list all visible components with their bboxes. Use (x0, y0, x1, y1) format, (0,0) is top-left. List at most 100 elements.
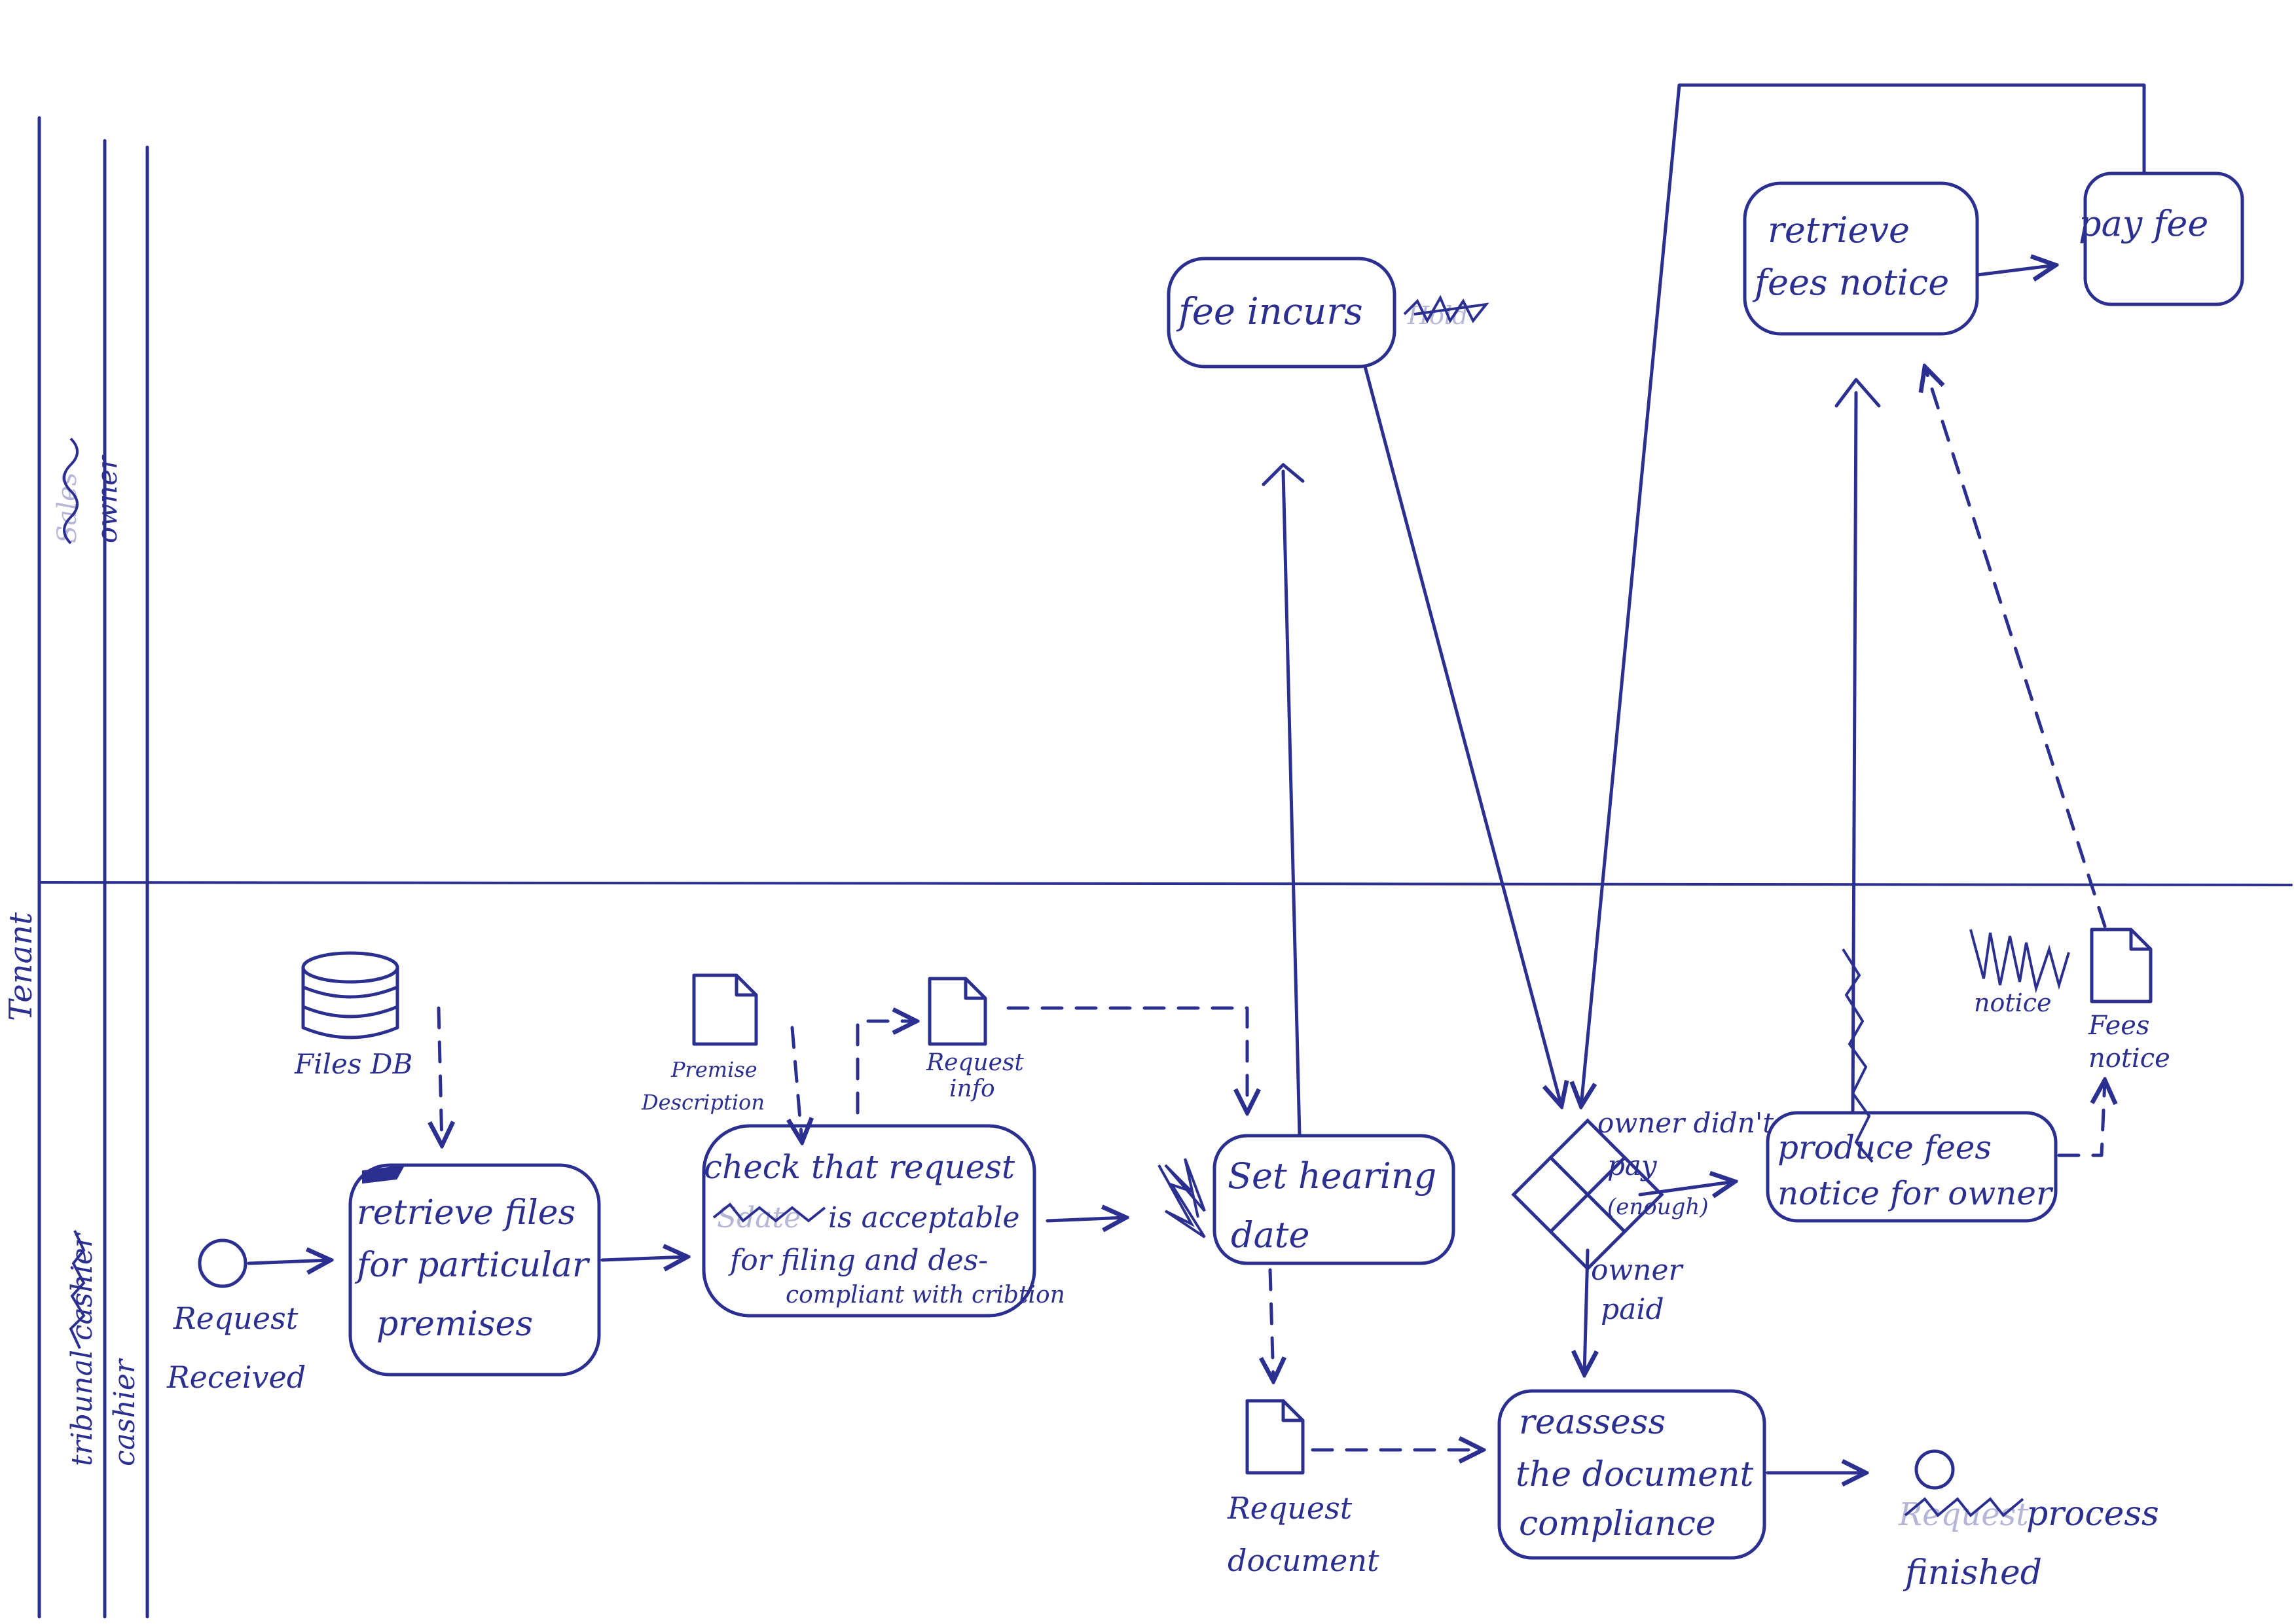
crossed-out-scribble (1904, 1497, 2024, 1517)
flow-fee-incurs-to-gateway (1363, 365, 1561, 1106)
flow-produce-to-retrieve-fees-head (1834, 378, 1881, 408)
gateway-didnt-pay-line-2: pay (1607, 1149, 1658, 1182)
assoc-hearing-to-request-document (1270, 1268, 1273, 1381)
set-hearing-line-1: Set hearing (1228, 1155, 1436, 1197)
request-info-line-2: info (949, 1075, 995, 1102)
produce-fees-line-1: produce fees (1777, 1128, 1992, 1166)
pay-fee-text: pay fee (2079, 203, 2208, 244)
fee-incurs-crossed-text: Hold (1407, 301, 1468, 330)
retrieve-files-line-3: premises (376, 1305, 533, 1344)
tenant-owner-divider (38, 881, 2293, 886)
end-event-line-1: process (2026, 1494, 2159, 1534)
task-retrieve-fees-box[interactable] (1743, 181, 1979, 336)
assoc-db-to-retrieve (439, 1006, 442, 1146)
document-icon (2090, 928, 2153, 1003)
fees-notice-line-1: Fees (2088, 1011, 2149, 1041)
owner-crossed-text: Sales (52, 473, 82, 543)
flow-gateway-to-reassess (1584, 1248, 1588, 1375)
task-fee-incurs-box[interactable] (1167, 257, 1396, 369)
task-check-request-box[interactable] (702, 1124, 1036, 1318)
data-object-request-info[interactable]: Request info (926, 977, 1024, 1102)
flow-check-to-hearing (1046, 1218, 1126, 1221)
task-produce-fees-box[interactable] (1766, 1111, 2058, 1223)
task-retrieve-files[interactable]: retrieve files for particular premises (348, 1163, 601, 1377)
task-pay-fee-box[interactable] (2083, 171, 2244, 306)
assoc-premise-to-check (792, 1026, 802, 1142)
tribunal-lane-text: tribunal cashier (65, 1232, 99, 1466)
flow-hearing-to-fee-incurs-head (1262, 463, 1305, 486)
check-request-line-2: is acceptable (828, 1201, 1020, 1235)
crossed-out-scribble (69, 1230, 86, 1349)
gateway-owner-paid-line-2: paid (1601, 1293, 1664, 1326)
premise-description-line-2: Description (641, 1090, 765, 1115)
retrieve-files-line-1: retrieve files (357, 1193, 575, 1233)
data-object-request-document[interactable]: Request document (1227, 1399, 1379, 1578)
crossed-out-scribble (1969, 929, 2070, 994)
lane-lines (37, 116, 2293, 1619)
reassess-line-1: reassess (1519, 1403, 1666, 1442)
crossed-out-scribble (63, 437, 79, 545)
check-request-line-1: check that request (704, 1148, 1015, 1186)
task-retrieve-fees-notice[interactable]: retrieve fees notice (1743, 181, 1979, 336)
set-hearing-line-2: date (1231, 1214, 1309, 1255)
check-request-line-3: for filing and des- (728, 1244, 988, 1277)
task-set-hearing-date[interactable]: Set hearing date (1157, 1134, 1455, 1265)
task-reassess-box[interactable] (1497, 1389, 1766, 1560)
flow-retrieve-fees-to-pay (1975, 265, 2056, 275)
crossed-out-scribble (712, 1202, 826, 1223)
lane-labels: Sales owner Tenant tribunal cashier cash… (3, 437, 141, 1466)
cashier-lane-text: cashier (108, 1358, 141, 1466)
assoc-request-info-to-hearing (1006, 1006, 1247, 1113)
reassess-line-3: compliance (1519, 1504, 1716, 1543)
retrieve-fees-line-1: retrieve (1768, 209, 1910, 251)
start-event-label-1: Request (173, 1301, 299, 1336)
database-icon (301, 951, 399, 1039)
payment-gateway[interactable]: owner didn't pay (enough) owner paid (1511, 1107, 1774, 1326)
files-db-label: Files DB (294, 1048, 412, 1080)
end-event-line-2: finished (1903, 1553, 2042, 1593)
gateway-diamond[interactable] (1511, 1118, 1664, 1271)
data-object-premise-description[interactable]: Premise Description (641, 973, 765, 1115)
flow-pay-to-gateway (1581, 83, 2146, 1106)
gateway-didnt-pay-line-1: owner didn't (1597, 1107, 1774, 1139)
start-event-label-2: Received (166, 1360, 306, 1395)
request-document-line-2: document (1228, 1543, 1379, 1578)
assoc-produce-to-fees-notice (2057, 1080, 2105, 1157)
tenant-lane-label: Tenant (3, 912, 39, 1021)
fees-notice-line-2: notice (2088, 1043, 2170, 1074)
document-icon (1245, 1399, 1305, 1475)
tenant-lane-text: Tenant (3, 912, 39, 1021)
flow-retrieve-to-check (600, 1257, 687, 1260)
scribble-mark (1157, 1158, 1206, 1238)
task-produce-fees-notice[interactable]: produce fees notice for owner (1766, 1111, 2058, 1223)
start-event-circle[interactable] (198, 1238, 247, 1288)
assoc-check-to-request-info (856, 1021, 917, 1115)
data-object-fees-notice[interactable]: notice Fees notice (1969, 928, 2170, 1074)
document-icon (692, 973, 758, 1046)
task-check-request[interactable]: check that request Sdate is acceptable f… (702, 1124, 1065, 1318)
task-set-hearing-box[interactable] (1212, 1134, 1455, 1265)
gateway-owner-paid-line-1: owner (1591, 1254, 1685, 1287)
end-event-circle[interactable] (1914, 1449, 1955, 1490)
assoc-fees-notice-to-retrieve (1925, 367, 2107, 928)
premise-description-line-1: Premise (670, 1057, 757, 1082)
data-associations (439, 367, 2105, 1450)
request-document-line-1: Request (1227, 1490, 1353, 1526)
check-crossed-text: Sdate (717, 1201, 801, 1235)
flow-produce-to-retrieve-fees (1851, 391, 1858, 1115)
retrieve-files-line-2: for particular (354, 1246, 591, 1285)
produce-fees-line-2: notice for owner (1777, 1174, 2054, 1212)
scribble-mark (362, 1164, 405, 1184)
task-pay-fee[interactable]: pay fee (2079, 171, 2244, 306)
files-db[interactable]: Files DB (294, 951, 412, 1080)
start-event[interactable]: Request Received (166, 1238, 306, 1395)
end-event[interactable]: Request process finished (1898, 1449, 2159, 1593)
task-fee-incurs[interactable]: fee incurs Hold (1167, 257, 1489, 369)
gateway-didnt-pay-line-3: (enough) (1607, 1194, 1709, 1220)
task-reassess-compliance[interactable]: reassess the document compliance (1497, 1389, 1766, 1560)
task-retrieve-files-box[interactable] (348, 1163, 601, 1377)
end-crossed-text: Request (1898, 1496, 2029, 1533)
retrieve-fees-line-2: fees notice (1752, 262, 1949, 303)
